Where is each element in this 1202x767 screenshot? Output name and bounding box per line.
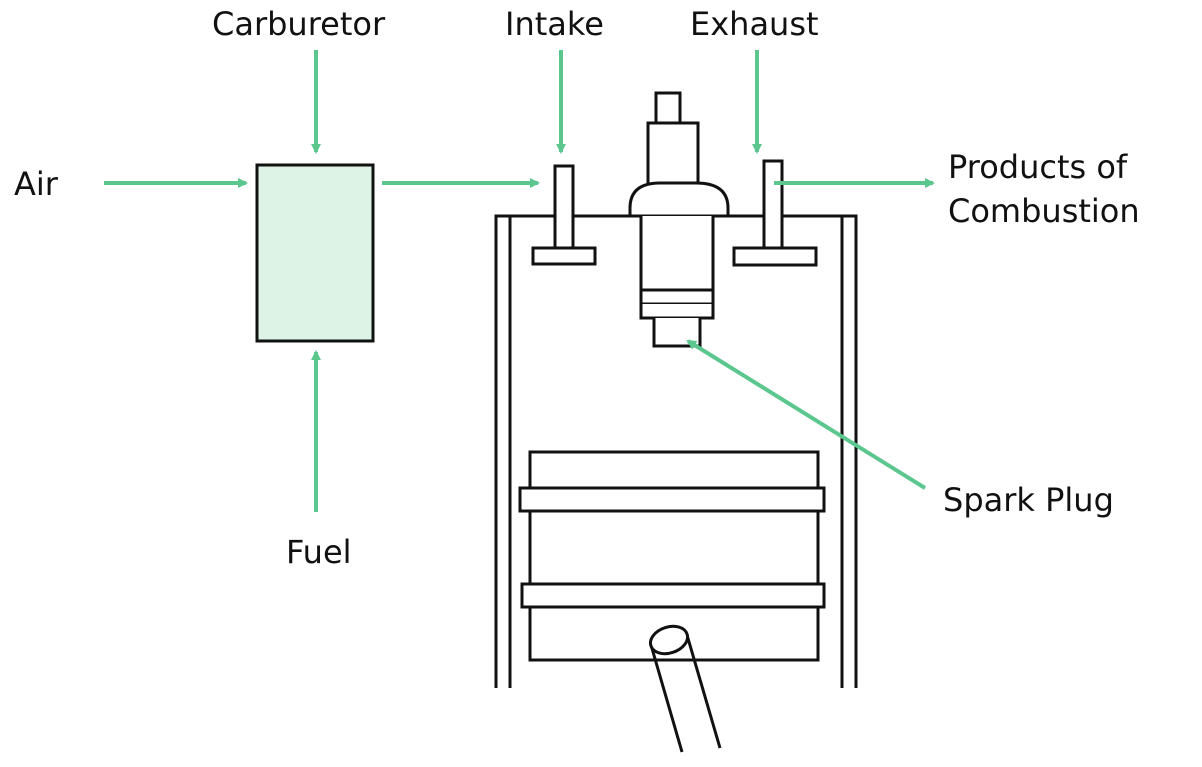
spark-plug-ring — [639, 288, 715, 306]
piston-ring-upper — [518, 486, 826, 513]
spark-plug-tip — [654, 91, 682, 125]
spark-plug-lower — [639, 304, 715, 320]
spark-plug-hex — [628, 181, 730, 218]
label-products-line2: Combustion — [948, 192, 1140, 230]
label-products-of-combustion: Products of Combustion — [948, 145, 1140, 233]
label-spark-plug: Spark Plug — [943, 481, 1114, 519]
flow-arrows — [104, 50, 935, 512]
connecting-rod-shaft — [649, 634, 722, 753]
exhaust-valve-stem — [762, 159, 784, 250]
intake-valve-head — [531, 246, 597, 266]
connecting-rod — [648, 624, 722, 753]
connecting-rod-end — [648, 624, 690, 656]
spark-plug — [628, 91, 730, 348]
spark-plug-body — [639, 216, 715, 292]
label-fuel: Fuel — [286, 533, 352, 571]
exhaust-valve-head — [732, 246, 818, 267]
exhaust-valve — [732, 159, 818, 267]
spark-plug-electrode — [652, 318, 702, 348]
piston — [518, 450, 826, 662]
label-air: Air — [14, 165, 58, 203]
intake-valve — [531, 164, 597, 266]
label-products-line1: Products of — [948, 148, 1128, 186]
intake-valve-stem — [553, 164, 575, 250]
carburetor-box — [255, 163, 375, 343]
piston-ring-lower — [520, 582, 826, 609]
label-carburetor: Carburetor — [212, 5, 386, 43]
label-intake: Intake — [505, 5, 604, 43]
label-exhaust: Exhaust — [690, 5, 819, 43]
arrow-spark-plug — [686, 339, 927, 490]
